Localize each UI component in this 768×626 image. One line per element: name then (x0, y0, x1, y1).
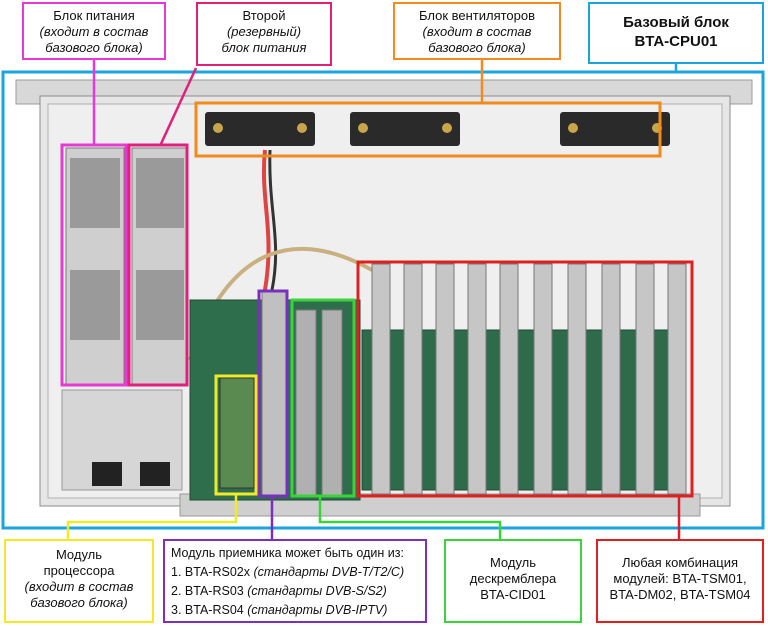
modules-combo-label-line2: модулей: BTA-TSM01, (613, 571, 747, 586)
psu2-label-line3: блок питания (221, 40, 307, 55)
base-unit-label-line1: Базовый блок (623, 14, 729, 31)
psu-label: Блок питания (входит в состав базового б… (22, 2, 166, 60)
modules-combo-label-line1: Любая комбинация (621, 555, 739, 570)
fans-label-line3: базового блока) (428, 40, 526, 55)
receiver-option: 1. BTA-RS02x (стандарты DVB-T/T2/C) (171, 563, 425, 582)
psu-label-line1: Блок питания (53, 8, 135, 23)
descrambler-label-line1: Модуль (489, 555, 537, 570)
modules-combo-label: Любая комбинация модулей: BTA-TSM01, BTA… (596, 539, 764, 623)
base-unit-frame (1, 70, 765, 530)
fans-label-line1: Блок вентиляторов (418, 8, 536, 23)
descrambler-label-line2: дескремблера (469, 571, 557, 586)
receiver-option-number: 1. (171, 565, 182, 579)
psu2-label-line2: (резервный) (226, 24, 302, 39)
receiver-option-name: BTA-RS03 (184, 584, 244, 598)
fans-label-line2: (входит в состав (422, 24, 532, 39)
receiver-option-number: 2. (171, 584, 182, 598)
psu-label-line2: (входит в состав (39, 24, 149, 39)
modules-combo-label-line3: BTA-DM02, BTA-TSM04 (609, 587, 751, 602)
descrambler-frame (290, 298, 356, 498)
psu2-frame (127, 143, 189, 387)
receiver-option-name: BTA-RS04 (184, 603, 244, 617)
fans-frame (194, 101, 662, 158)
fans-label: Блок вентиляторов (входит в состав базов… (393, 2, 561, 60)
receiver-option-number: 3. (171, 603, 182, 617)
receiver-option-standard: (стандарты DVB-IPTV) (247, 603, 388, 617)
psu-label-line3: базового блока) (45, 40, 143, 55)
descrambler-label-line3: BTA-CID01 (480, 587, 546, 602)
cpu-label-line3: (входит в состав (24, 579, 134, 594)
receiver-option-standard: (стандарты DVB-T/T2/C) (253, 565, 405, 579)
base-unit-label-line2: BTA-CPU01 (634, 33, 718, 50)
cpu-label: Модуль процессора (входит в состав базов… (4, 539, 154, 623)
module-slots (371, 263, 687, 495)
cpu-label-line2: процессора (43, 563, 115, 578)
base-unit-label: Базовый блок BTA-CPU01 (588, 2, 764, 64)
descrambler-label: Модуль дескремблера BTA-CID01 (444, 539, 582, 623)
psu2-label-line1: Второй (242, 8, 286, 23)
receiver-option: 2. BTA-RS03 (стандарты DVB-S/S2) (171, 582, 425, 601)
receiver-option-name: BTA-RS02x (184, 565, 250, 579)
modules-frame (356, 260, 694, 498)
power-supply-units (65, 147, 189, 385)
receiver-option: 3. BTA-RS04 (стандарты DVB-IPTV) (171, 601, 425, 620)
cpu-label-line1: Модуль (55, 547, 103, 562)
receiver-label: Модуль приемника может быть один из: 1. … (163, 539, 427, 623)
psu2-label: Второй (резервный) блок питания (196, 2, 332, 66)
receiver-label-title: Модуль приемника может быть один из: (171, 546, 404, 560)
receiver-option-standard: (стандарты DVB-S/S2) (247, 584, 387, 598)
cpu-label-line4: базового блока) (30, 595, 128, 610)
fan-unit (205, 112, 670, 146)
